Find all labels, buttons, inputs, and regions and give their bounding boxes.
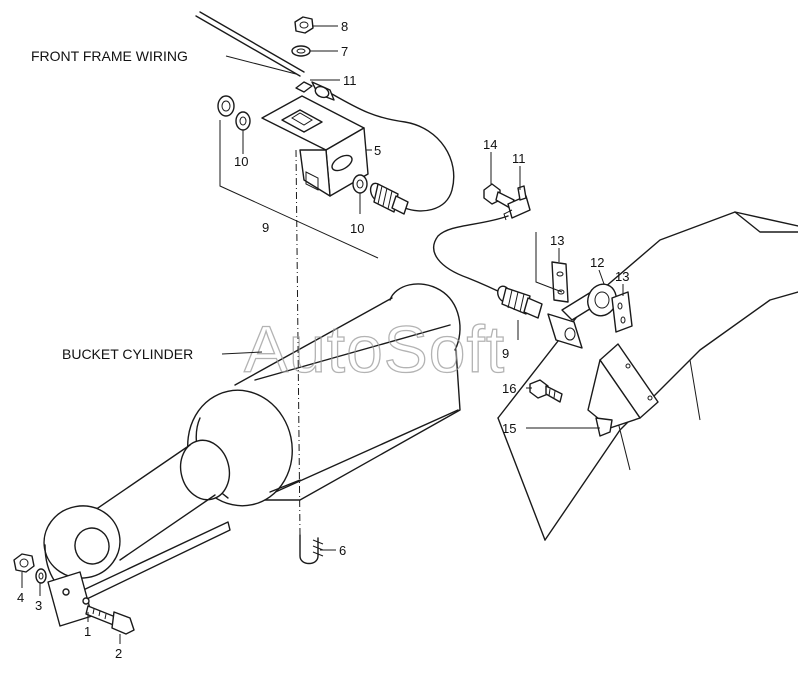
callout-3: 3 (35, 598, 42, 613)
callout-2: 2 (115, 646, 122, 661)
callout-10-left: 10 (234, 154, 248, 169)
callout-11-upper: 11 (343, 73, 357, 88)
callout-leaders (21, 25, 624, 644)
proximity-sensor-9-upper (369, 182, 409, 215)
plate-13-left (551, 261, 569, 303)
callout-4: 4 (17, 590, 24, 605)
bolt-16 (529, 379, 563, 403)
label-bucket-cylinder: BUCKET CYLINDER (62, 346, 193, 362)
bucket-cylinder (43, 283, 461, 599)
callout-6: 6 (339, 543, 346, 558)
callout-1: 1 (84, 624, 91, 639)
loader-arm (497, 211, 798, 541)
washer-10-left (235, 111, 251, 131)
callout-13-left: 13 (550, 233, 564, 248)
callout-15: 15 (502, 421, 516, 436)
callout-9-lower: 9 (502, 346, 509, 361)
nut-8 (294, 16, 314, 34)
bracket-5 (261, 95, 369, 197)
u-bolt-6 (299, 534, 324, 565)
callout-11-lower: 11 (512, 151, 526, 166)
bolt-2 (85, 605, 135, 635)
ring-9-left (217, 95, 235, 117)
callout-5: 5 (374, 143, 381, 158)
callout-8: 8 (341, 19, 348, 34)
washer-7 (291, 45, 311, 57)
strap-bracket (47, 479, 301, 627)
callout-9-upper: 9 (262, 220, 269, 235)
callout-7: 7 (341, 44, 348, 59)
callout-12: 12 (590, 255, 604, 270)
watermark: AutoSoft (244, 312, 505, 386)
callouts: 8 7 11 5 10 9 10 14 11 13 12 13 9 16 15 … (17, 19, 629, 661)
washer-10-right (352, 174, 368, 194)
callout-14: 14 (483, 137, 497, 152)
callout-13-right: 13 (615, 269, 629, 284)
mount-bracket-15 (587, 343, 659, 437)
connector-11-upper (295, 81, 335, 101)
sensor-cable-lower (433, 215, 509, 297)
plate-13-right (611, 291, 633, 333)
label-front-frame-wiring: FRONT FRAME WIRING (31, 48, 188, 64)
callout-16: 16 (502, 381, 516, 396)
nut-4 (13, 553, 35, 573)
callout-10-right: 10 (350, 221, 364, 236)
front-frame-wiring-harness (195, 11, 305, 77)
washer-3 (35, 568, 47, 584)
sensor-cable-upper (331, 93, 455, 212)
proximity-sensor-9-lower (497, 285, 543, 319)
